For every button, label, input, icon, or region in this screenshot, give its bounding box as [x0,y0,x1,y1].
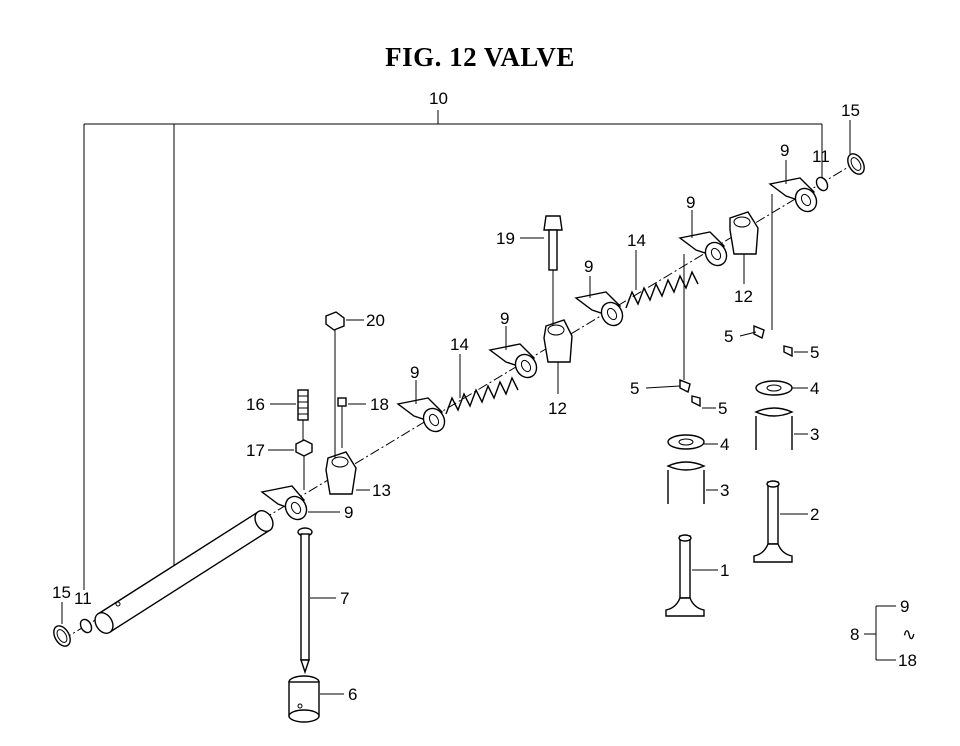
shaft-spring-left [445,376,519,415]
rocker-shaft [94,510,274,634]
assembly-label: 8 [850,625,859,644]
collar-left [79,618,93,634]
rocker-arm-4 [574,291,624,327]
callout-14-a: 14 [627,231,646,250]
tappet-6 [288,675,320,723]
rocker-arm-5 [678,231,728,267]
nut-20 [325,311,345,458]
callout-5-b: 5 [810,343,819,362]
rocker-arm-3 [488,343,538,379]
callout-10: 10 [429,89,448,108]
callout-7: 7 [340,589,349,608]
callout-13: 13 [372,481,391,500]
leader-lines [61,120,851,695]
callout-15-left: 15 [52,583,71,602]
snap-ring-left [53,625,71,647]
callout-12-a: 12 [734,287,753,306]
screw-18 [337,397,347,448]
callout-4-a: 4 [810,379,819,398]
rocker-support-12-right [729,211,759,255]
callout-11-right: 11 [812,147,830,166]
callout-3-b: 3 [720,481,729,500]
callout-15-right: 15 [841,101,860,120]
bolt-19 [543,215,563,326]
callout-19: 19 [496,229,515,248]
callout-16: 16 [246,395,265,414]
rocker-arm-2 [396,397,446,433]
rocker-arm-6 [768,177,818,213]
callout-10-bracket [83,110,823,590]
callout-2: 2 [810,505,819,524]
callout-9-e: 9 [410,363,419,382]
rocker-support-12-left [543,319,573,363]
callout-20: 20 [366,311,385,330]
nut-17 [295,439,313,490]
callout-1: 1 [720,561,729,580]
rocker-arm-1 [260,485,308,521]
callout-5-c: 5 [630,379,639,398]
callout-9-f: 9 [344,503,353,522]
valve-assembly-left [665,254,706,617]
callout-9-d: 9 [500,309,509,328]
adjusting-screw-16 [297,389,309,440]
rocker-support-13 [325,451,357,495]
callout-14-b: 14 [450,335,469,354]
callout-12-b: 12 [548,399,567,418]
assembly-from: 9 [900,597,909,616]
assembly-to: 18 [898,651,917,670]
assembly-range-symbol: ∿ [902,625,916,644]
callout-3-a: 3 [810,425,819,444]
callout-17: 17 [246,441,265,460]
shaft-spring-right [625,270,699,309]
callout-9-b: 9 [686,193,695,212]
callout-18: 18 [370,395,389,414]
callout-11-left: 11 [74,589,92,608]
collar-right [815,176,829,192]
shaft-axis-line [61,159,861,641]
valve-assembly-right [753,194,794,563]
callout-5-d: 5 [718,399,727,418]
callout-9-a: 9 [780,141,789,160]
snap-ring-right [847,153,865,175]
assembly-legend: 8 9 ∿ 18 [850,597,917,670]
callout-6: 6 [348,685,357,704]
callout-5-a: 5 [724,327,733,346]
callout-4-b: 4 [720,435,729,454]
push-rod-7 [297,527,313,675]
page-title: FIG. 12 VALVE [385,42,575,72]
callout-9-c: 9 [584,257,593,276]
